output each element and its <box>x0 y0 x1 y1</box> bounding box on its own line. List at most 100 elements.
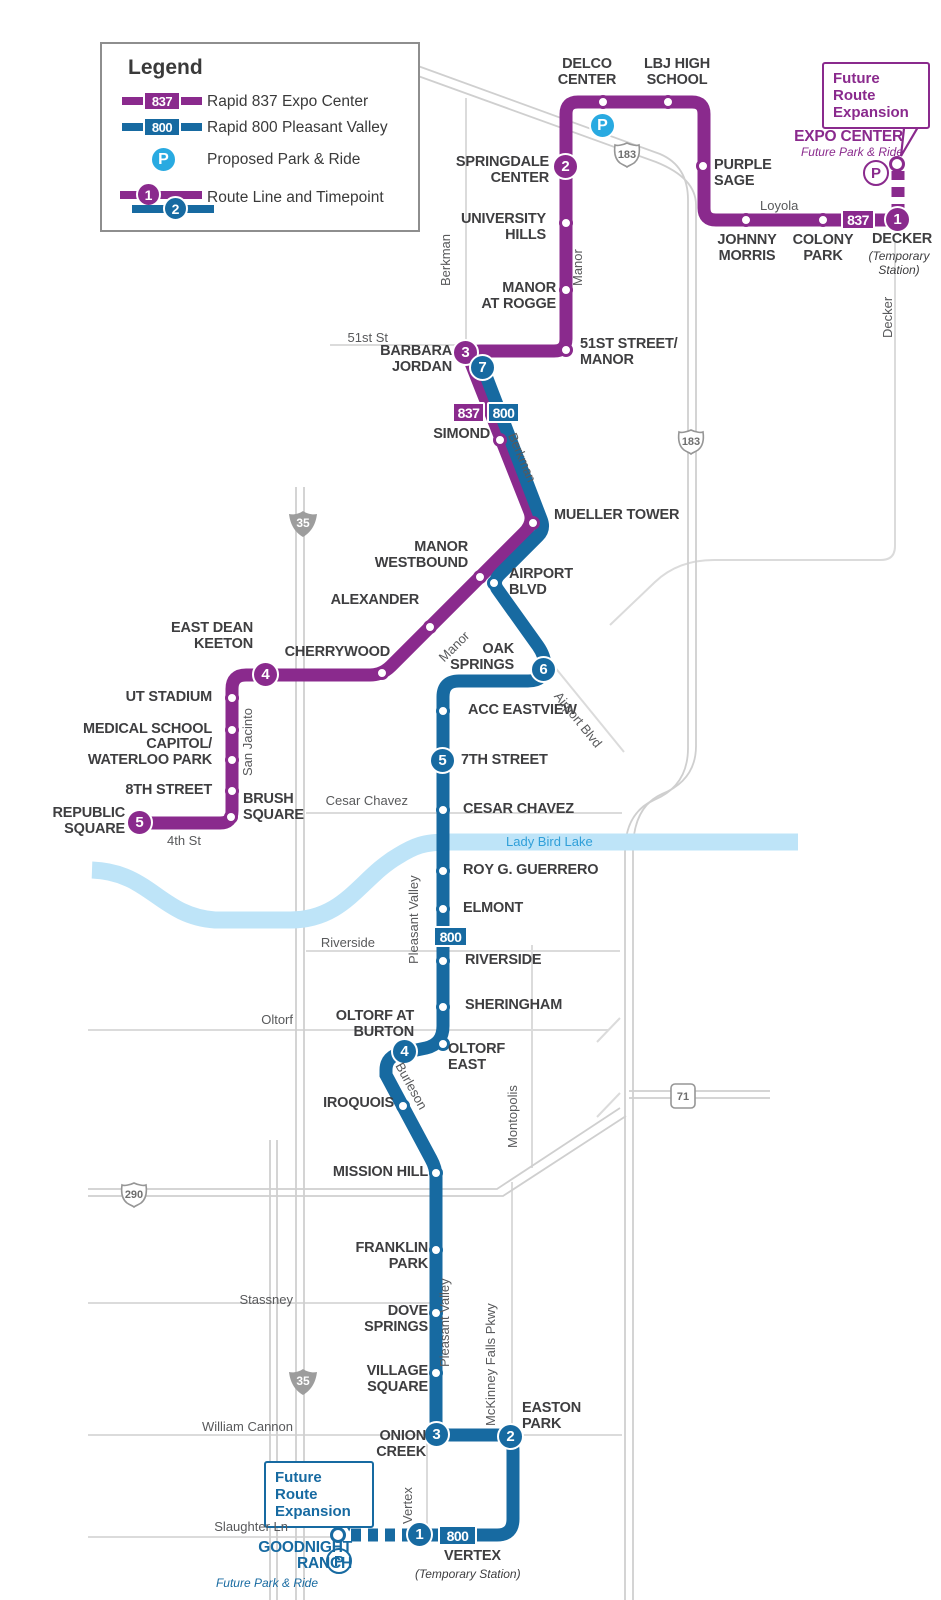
stop-label-springdale: SPRINGDALE CENTER <box>455 154 549 186</box>
legend-item-800: Rapid 800 Pleasant Valley <box>207 119 388 136</box>
road-decker <box>609 243 896 626</box>
callout-future-route-expo: Future Route Expansion <box>822 62 930 129</box>
stop-label-republic-square: REPUBLIC SQUARE <box>52 805 125 837</box>
i35-shield-label: 35 <box>296 516 310 530</box>
stop-label-easton-park: EASTON PARK <box>522 1400 581 1432</box>
us183-shield-mid: 183 <box>677 429 705 456</box>
stop-label-roy-guerrero: ROY G. GUERRERO <box>463 862 599 878</box>
stop-dot <box>429 1306 443 1320</box>
stop-label-cherrywood: CHERRYWOOD <box>284 644 391 660</box>
stop-label-7th-street: 7TH STREET <box>461 752 548 768</box>
timepoint-800-7: 7 <box>469 354 496 381</box>
stop-dot <box>661 95 675 109</box>
timepoint-800-1: 1 <box>406 1521 433 1548</box>
tx71-shield: 71 <box>670 1083 696 1109</box>
stop-label-airport-blvd: AIRPORT BLVD <box>509 566 573 598</box>
stop-label-elmont: ELMONT <box>463 900 524 916</box>
stop-dot <box>225 753 239 767</box>
timepoint-2-icon: 2 <box>163 196 188 221</box>
street-label-mckinney-falls: McKinney Falls Pkwy <box>483 1303 498 1426</box>
legend-title: Legend <box>128 56 203 79</box>
stop-dot <box>429 1166 443 1180</box>
stop-dot <box>224 810 238 824</box>
stop-label-east-dean-keeton: EAST DEAN KEETON <box>171 620 253 652</box>
us290-shield-label: 290 <box>125 1189 143 1201</box>
stop-dot <box>436 902 450 916</box>
timepoint-800-3: 3 <box>423 1421 450 1448</box>
tx71-shield-label: 71 <box>677 1091 689 1103</box>
street-label-riverside: Riverside <box>320 935 375 950</box>
stop-label-franklin-park: FRANKLIN PARK <box>355 1240 428 1272</box>
stop-label-oltorf-east: OLTORF EAST <box>448 1041 506 1073</box>
stop-label-johnny-morris: JOHNNY MORRIS <box>717 232 777 264</box>
route-837-badge: 837 <box>452 402 485 423</box>
future-park-ride-expo-icon: P <box>863 160 889 186</box>
terminal-decker: DECKER <box>872 231 933 247</box>
stop-label-mission-hill: MISSION HILL <box>332 1164 428 1180</box>
street-label-berkman-n: Berkman <box>438 233 453 286</box>
stop-label-purple-sage: PURPLE SAGE <box>714 157 772 189</box>
timepoint-837-5: 5 <box>126 809 153 836</box>
i35-shield-south: 35 <box>289 1369 317 1395</box>
stop-label-mueller: MUELLER TOWER <box>554 507 680 523</box>
stop-dot <box>429 1243 443 1257</box>
route-800-stops <box>396 576 501 1380</box>
route-837-badge: 837 <box>143 91 181 111</box>
stop-dot <box>526 516 540 530</box>
stop-dot <box>559 343 573 357</box>
road-airport-blvd <box>548 659 625 753</box>
street-label-oltorf: Oltorf <box>261 1012 293 1027</box>
stop-label-acc-eastview: ACC EASTVIEW <box>468 702 577 718</box>
highway-290 <box>88 1107 627 1197</box>
route-800-badge: 800 <box>438 1525 477 1546</box>
timepoint-800-6: 6 <box>530 656 557 683</box>
stop-dot <box>436 1000 450 1014</box>
timepoint-800-4: 4 <box>391 1038 418 1065</box>
stop-label-oak-springs: OAK SPRINGS <box>450 641 514 673</box>
legend-item-park-ride: Proposed Park & Ride <box>207 151 361 168</box>
stop-dot <box>696 159 710 173</box>
stop-label-capitol: CAPITOL/ WATERLOO PARK <box>87 736 212 768</box>
stop-label-51st-manor: 51ST STREET/ MANOR <box>580 336 678 368</box>
timepoint-800-2: 2 <box>497 1423 524 1450</box>
stop-dot <box>225 691 239 705</box>
terminal-expo-center-sub: Future Park & Ride <box>800 145 903 159</box>
stop-dot <box>436 704 450 718</box>
stop-dot <box>429 1366 443 1380</box>
park-and-ride-icon: P <box>150 146 177 173</box>
future-terminus-expo <box>889 156 905 172</box>
street-label-pleasant-valley-n: Pleasant Valley <box>406 875 421 964</box>
street-label-loyola: Loyola <box>760 198 799 213</box>
highway-183-a <box>417 65 689 1600</box>
stop-label-village-square: VILLAGE SQUARE <box>366 1363 429 1395</box>
stop-label-alexander: ALEXANDER <box>330 592 420 608</box>
highway-183-b <box>417 75 697 1600</box>
stop-dot <box>423 620 437 634</box>
street-label-51st: 51st St <box>347 330 388 345</box>
timepoint-837-4: 4 <box>252 661 279 688</box>
future-terminus-goodnight <box>330 1527 346 1543</box>
stop-dot <box>559 283 573 297</box>
terminal-vertex: VERTEX <box>444 1548 501 1564</box>
street-label-manor-n: Manor <box>570 249 585 286</box>
i35-shield-south-label: 35 <box>296 1374 310 1388</box>
lady-bird-lake <box>91 833 798 929</box>
stop-label-sheringham: SHERINGHAM <box>465 997 563 1013</box>
terminal-decker-sub: (Temporary Station) <box>868 249 930 277</box>
stop-dot <box>225 784 239 798</box>
terminal-expo-center: EXPO CENTER <box>794 128 903 145</box>
stop-dot <box>493 433 507 447</box>
stop-label-barbara-jordan: BARBARA JORDAN <box>380 343 452 375</box>
street-label-pleasant-valley-s: Pleasant Valley <box>437 1278 452 1367</box>
stop-dot <box>436 864 450 878</box>
us290-shield: 290 <box>120 1182 148 1209</box>
street-label-san-jacinto: San Jacinto <box>240 708 255 776</box>
stop-label-8th-street: 8TH STREET <box>125 782 212 798</box>
street-label-william-cannon: William Cannon <box>201 1419 293 1434</box>
stop-dot <box>596 95 610 109</box>
highway-shields: 35 35 183 183 290 71 <box>120 142 705 1395</box>
street-label-stassney: Stassney <box>239 1292 293 1307</box>
terminal-goodnight-ranch-sub: Future Park & Ride <box>215 1576 318 1590</box>
timepoint-800-5: 5 <box>429 747 456 774</box>
